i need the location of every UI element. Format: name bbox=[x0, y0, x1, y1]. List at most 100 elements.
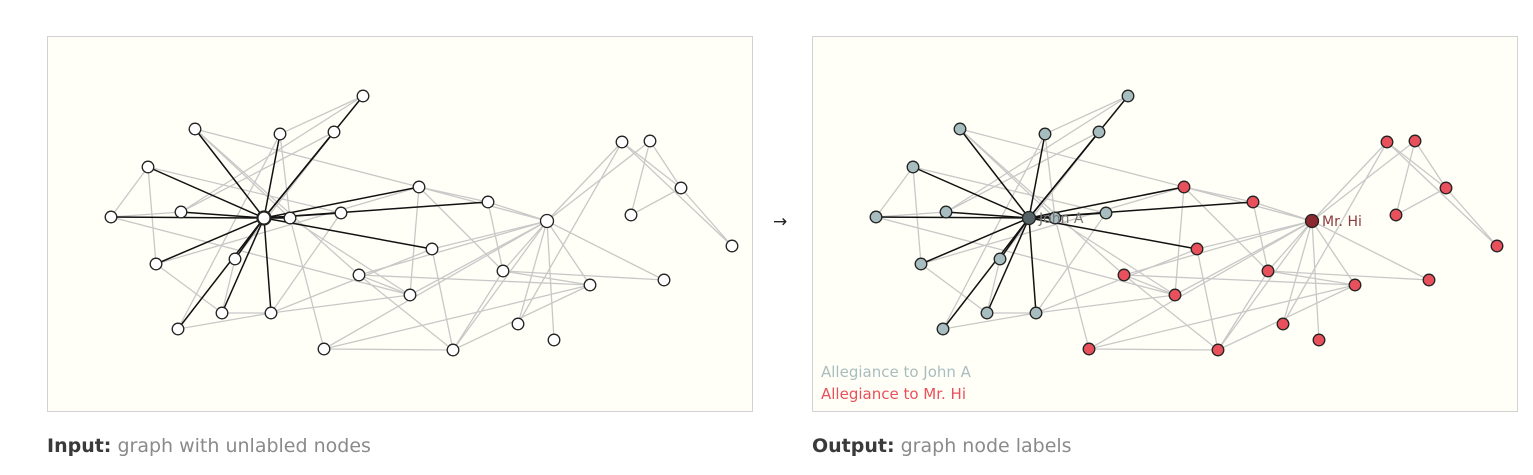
graph-node bbox=[171, 322, 185, 336]
graph-edge-highlight bbox=[155, 217, 265, 265]
graph-edge-highlight bbox=[959, 128, 1030, 219]
graph-node bbox=[446, 343, 460, 357]
graph-edge bbox=[1311, 220, 1356, 286]
graph-edge-highlight bbox=[263, 133, 281, 219]
graph-node bbox=[228, 252, 242, 266]
graph-node bbox=[174, 205, 188, 219]
graph-node bbox=[1038, 127, 1052, 141]
graph-edge bbox=[621, 141, 682, 189]
output-caption: Output: graph node labels bbox=[812, 435, 1072, 457]
graph-edge bbox=[431, 220, 548, 250]
graph-edge bbox=[875, 211, 947, 218]
graph-edge bbox=[1123, 274, 1356, 286]
graph-edge bbox=[502, 270, 665, 281]
graph-edge bbox=[110, 211, 182, 218]
graph-edge bbox=[1395, 140, 1416, 216]
graph-edge bbox=[942, 312, 1037, 330]
graph-edge bbox=[270, 248, 433, 314]
graph-edge-highlight bbox=[177, 217, 265, 330]
graph-node bbox=[149, 257, 163, 271]
graph-edge bbox=[147, 166, 157, 265]
graph-node bbox=[1422, 273, 1436, 287]
input-graph-canvas bbox=[104, 89, 739, 357]
graph-edge-highlight bbox=[110, 216, 265, 219]
graph-edge bbox=[1252, 201, 1313, 222]
graph-edge-highlight bbox=[263, 131, 335, 219]
graph-edge bbox=[1035, 248, 1198, 314]
graph-edge bbox=[409, 186, 420, 296]
graph-node bbox=[1380, 135, 1394, 149]
graph-node bbox=[906, 160, 920, 174]
graph-node bbox=[674, 181, 688, 195]
graph-edge bbox=[875, 216, 1176, 296]
graph-node bbox=[657, 273, 671, 287]
graph-edge-highlight bbox=[1028, 217, 1037, 314]
input-caption-bold: Input: bbox=[47, 435, 112, 457]
graph-edge bbox=[358, 274, 454, 351]
graph-edge bbox=[1088, 220, 1313, 350]
input-caption: Input: graph with unlabled nodes bbox=[47, 435, 371, 457]
graph-node bbox=[1304, 213, 1320, 229]
graph-edge bbox=[177, 312, 272, 330]
graph-edge bbox=[110, 216, 411, 296]
graph-node bbox=[1312, 333, 1326, 347]
graph-node bbox=[352, 268, 366, 282]
graph-node bbox=[939, 205, 953, 219]
graph-edge bbox=[487, 201, 548, 222]
graph-edge bbox=[452, 270, 504, 351]
legend-john-a: Allegiance to John A bbox=[821, 363, 971, 381]
graph-edge bbox=[177, 133, 281, 330]
graph-edge bbox=[1123, 274, 1176, 296]
graph-edge bbox=[1311, 220, 1320, 341]
graph-edge bbox=[180, 95, 364, 213]
graph-edge bbox=[1054, 217, 1090, 350]
graph-node bbox=[615, 135, 629, 149]
graph-node bbox=[624, 208, 638, 222]
graph-edge bbox=[920, 186, 1185, 265]
graph-node bbox=[104, 210, 118, 224]
graph-edge bbox=[1196, 248, 1219, 351]
graph-node bbox=[914, 257, 928, 271]
graph-edge-highlight bbox=[1028, 133, 1046, 219]
graph-edge bbox=[323, 348, 454, 351]
graph-node bbox=[1168, 288, 1182, 302]
graph-node bbox=[1408, 134, 1422, 148]
legend-mr-hi: Allegiance to Mr. Hi bbox=[821, 385, 966, 403]
graph-edge bbox=[418, 186, 504, 272]
node-label-mr-hi: Mr. Hi bbox=[1322, 214, 1362, 230]
graph-edge bbox=[546, 141, 623, 222]
graph-edge bbox=[1196, 220, 1313, 250]
graph-node bbox=[1261, 264, 1275, 278]
graph-edge bbox=[110, 166, 149, 218]
graph-node bbox=[264, 306, 278, 320]
graph-edge bbox=[546, 140, 651, 222]
graph-edge-highlight bbox=[180, 211, 265, 219]
graph-edge bbox=[546, 220, 665, 281]
graph-edge-highlight bbox=[875, 216, 1030, 219]
graph-edge bbox=[680, 187, 733, 247]
graph-edge bbox=[358, 274, 591, 286]
graph-node bbox=[1048, 211, 1062, 225]
graph-node bbox=[547, 333, 561, 347]
graph-node bbox=[953, 122, 967, 136]
graph-edge bbox=[1386, 141, 1498, 247]
graph-edge bbox=[517, 141, 623, 325]
graph-edge-highlight bbox=[986, 217, 1030, 314]
graph-node bbox=[539, 213, 555, 229]
graph-edge-highlight bbox=[147, 166, 265, 219]
graph-edge bbox=[630, 187, 682, 216]
output-caption-bold: Output: bbox=[812, 435, 895, 457]
graph-edge bbox=[1217, 220, 1313, 351]
graph-edge bbox=[945, 95, 1129, 213]
graph-edge bbox=[1035, 294, 1176, 314]
output-caption-text: graph node labels bbox=[894, 435, 1072, 457]
graph-edge bbox=[1123, 274, 1219, 351]
graph-edge bbox=[487, 201, 504, 272]
graph-edge bbox=[289, 217, 325, 350]
graph-edge bbox=[1044, 95, 1129, 135]
graph-edge bbox=[358, 274, 411, 296]
graph-edge bbox=[945, 131, 1100, 213]
graph-edge bbox=[180, 131, 335, 213]
graph-node bbox=[481, 195, 495, 209]
graph-node bbox=[993, 252, 1007, 266]
